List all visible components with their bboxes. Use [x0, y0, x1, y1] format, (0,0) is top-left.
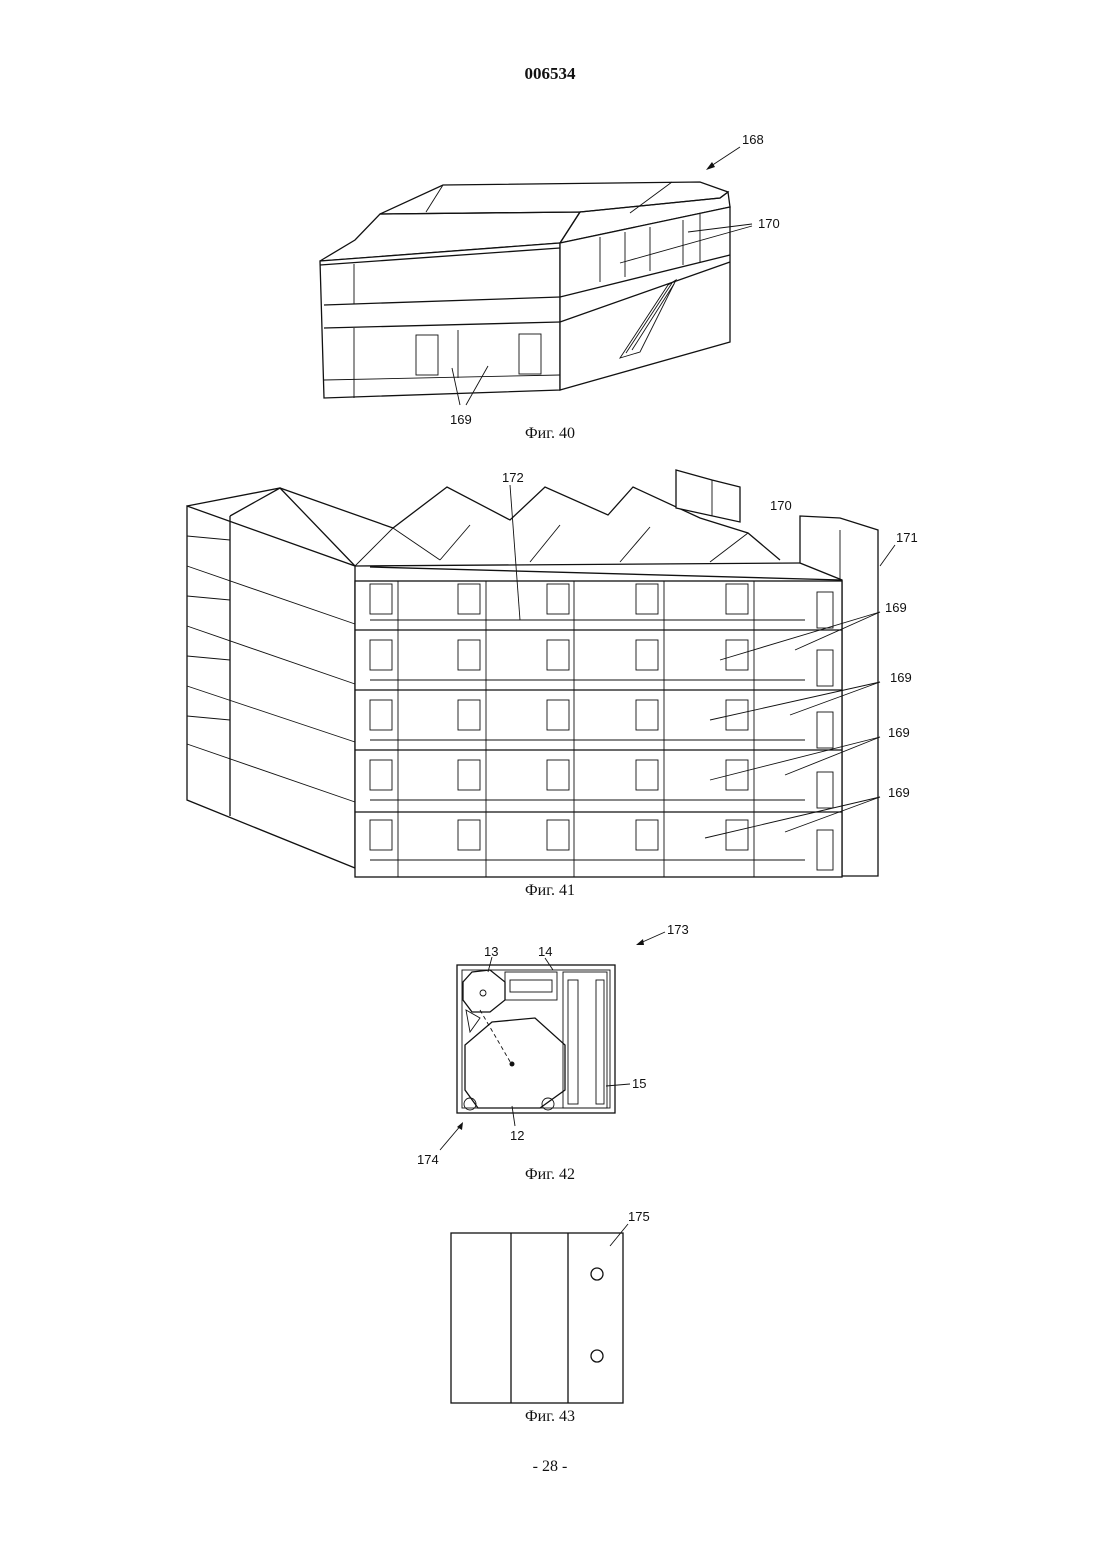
page-number: - 28 - — [0, 1458, 1100, 1476]
figure-43-caption: Фиг. 43 — [450, 1408, 650, 1426]
callout-175: 175 — [628, 1209, 650, 1224]
